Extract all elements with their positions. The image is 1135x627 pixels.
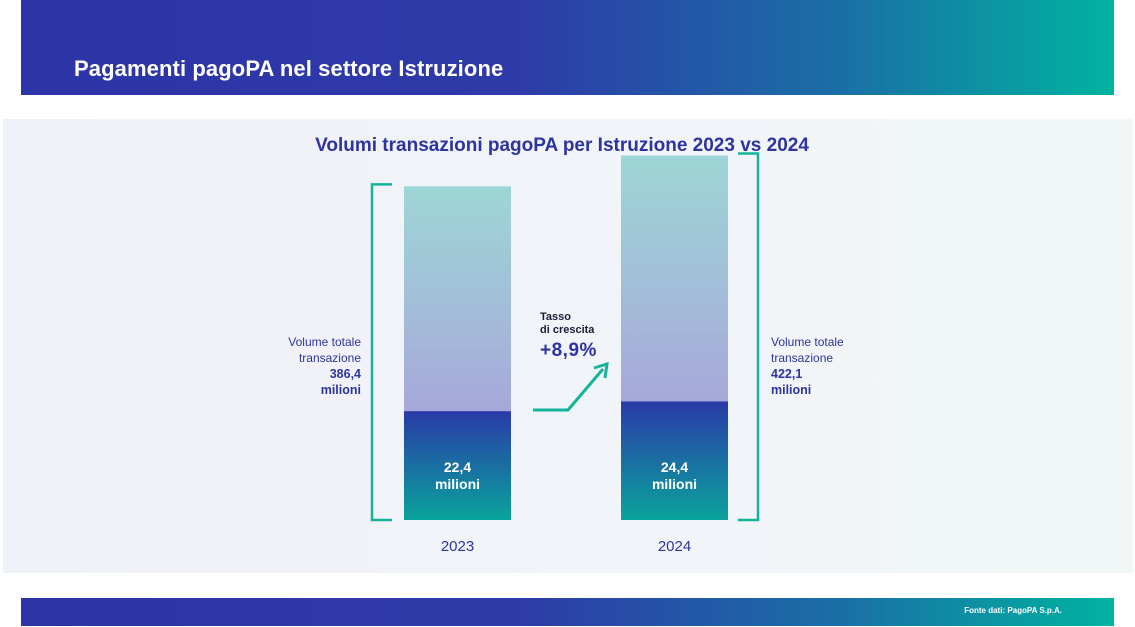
total-value: 386,4 bbox=[329, 367, 361, 381]
total-value: 422,1 bbox=[771, 367, 803, 381]
total-label-line2: transazione bbox=[298, 351, 361, 365]
total-label-line1: Volume totale bbox=[771, 335, 844, 349]
bar-value-number: 22,4 bbox=[443, 459, 472, 475]
x-tick-2024: 2024 bbox=[657, 538, 692, 555]
total-label-line1: Volume totale bbox=[288, 335, 361, 349]
total-bracket-2024 bbox=[738, 152, 760, 522]
total-label-line2: transazione bbox=[771, 351, 834, 365]
growth-arrow-head bbox=[593, 361, 609, 379]
growth-rate-label: Tasso di crescita +8,9% bbox=[540, 311, 597, 362]
bar-value-number: 24,4 bbox=[660, 459, 689, 475]
growth-arrow bbox=[533, 368, 605, 412]
bar-value-unit: milioni bbox=[651, 476, 698, 492]
total-bracket-2023 bbox=[370, 183, 392, 522]
chart-title: Volumi transazioni pagoPA per Istruzione… bbox=[315, 135, 809, 156]
growth-line2: di crescita bbox=[540, 324, 595, 336]
total-label-2024: Volume totale transazione 422,1 milioni bbox=[771, 334, 844, 398]
chart-panel bbox=[3, 119, 1133, 573]
total-unit: milioni bbox=[771, 383, 812, 397]
bar-total-2023 bbox=[404, 186, 511, 412]
footer-banner: Fonte dati: PagoPA S.p.A. bbox=[21, 598, 1114, 626]
bar-segment-2023 bbox=[404, 411, 511, 520]
total-label-2023: Volume totale transazione 386,4 milioni bbox=[288, 334, 361, 398]
bar-value-label-2023: 22,4 milioni bbox=[404, 459, 511, 493]
bar-total-2024 bbox=[621, 155, 728, 402]
growth-value: +8,9% bbox=[540, 340, 597, 361]
page-title: Pagamenti pagoPA nel settore Istruzione bbox=[74, 56, 504, 81]
header-banner: Pagamenti pagoPA nel settore Istruzione bbox=[21, 0, 1114, 95]
bar-value-unit: milioni bbox=[434, 476, 481, 492]
growth-line1: Tasso bbox=[540, 311, 571, 323]
source-note: Fonte dati: PagoPA S.p.A. bbox=[964, 606, 1062, 615]
total-unit: milioni bbox=[320, 383, 361, 397]
bar-value-label-2024: 24,4 milioni bbox=[621, 459, 728, 493]
x-tick-2023: 2023 bbox=[440, 538, 475, 555]
bar-segment-2024 bbox=[621, 401, 728, 520]
